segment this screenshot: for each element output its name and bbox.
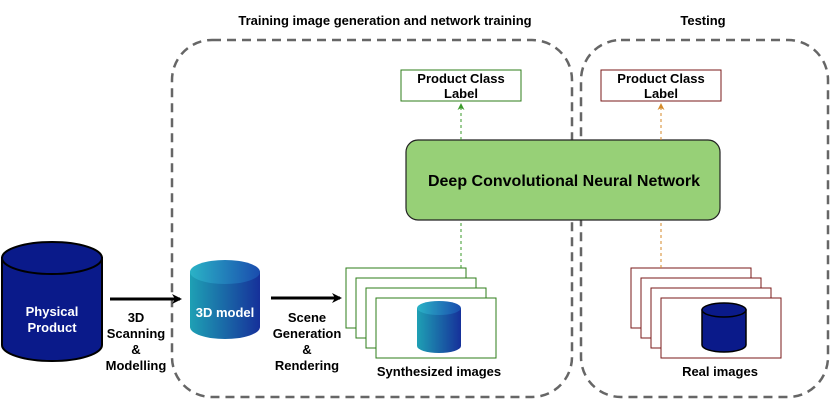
synthesized-images-label: Synthesized images [377, 364, 501, 379]
scanning-step-line2: Scanning [107, 326, 166, 341]
train-label-box [400, 69, 522, 102]
test-label-box [600, 69, 722, 102]
rendering-step-line4: Rendering [275, 358, 339, 373]
rendering-step-line3: & [302, 342, 311, 357]
real-images-stack [630, 267, 782, 359]
network-box [405, 139, 721, 221]
test-label-line1: Product Class [617, 71, 704, 86]
scanning-step-line1: 3D [128, 310, 145, 325]
real-images-label: Real images [682, 364, 758, 379]
scanning-step-line3: & [131, 342, 140, 357]
training-section-title: Training image generation and network tr… [238, 13, 531, 28]
train-label-line2: Label [444, 86, 478, 101]
physical-product-cylinder [0, 241, 103, 362]
real-cylinder-icon [701, 302, 747, 353]
train-label-line1: Product Class [417, 71, 504, 86]
network-label: Deep Convolutional Neural Network [428, 173, 700, 190]
testing-section-title: Testing [680, 13, 725, 28]
synthesized-cylinder-icon [417, 301, 461, 353]
test-label-line2: Label [644, 86, 678, 101]
3d-model-label: 3D model [196, 305, 255, 320]
physical-product-label-line1: Physical [26, 304, 79, 319]
rendering-step-line2: Generation [273, 326, 342, 341]
scanning-step-line4: Modelling [106, 358, 167, 373]
rendering-step-line1: Scene [288, 310, 326, 325]
physical-product-label-line2: Product [27, 320, 77, 335]
3d-model-cylinder [190, 260, 260, 339]
